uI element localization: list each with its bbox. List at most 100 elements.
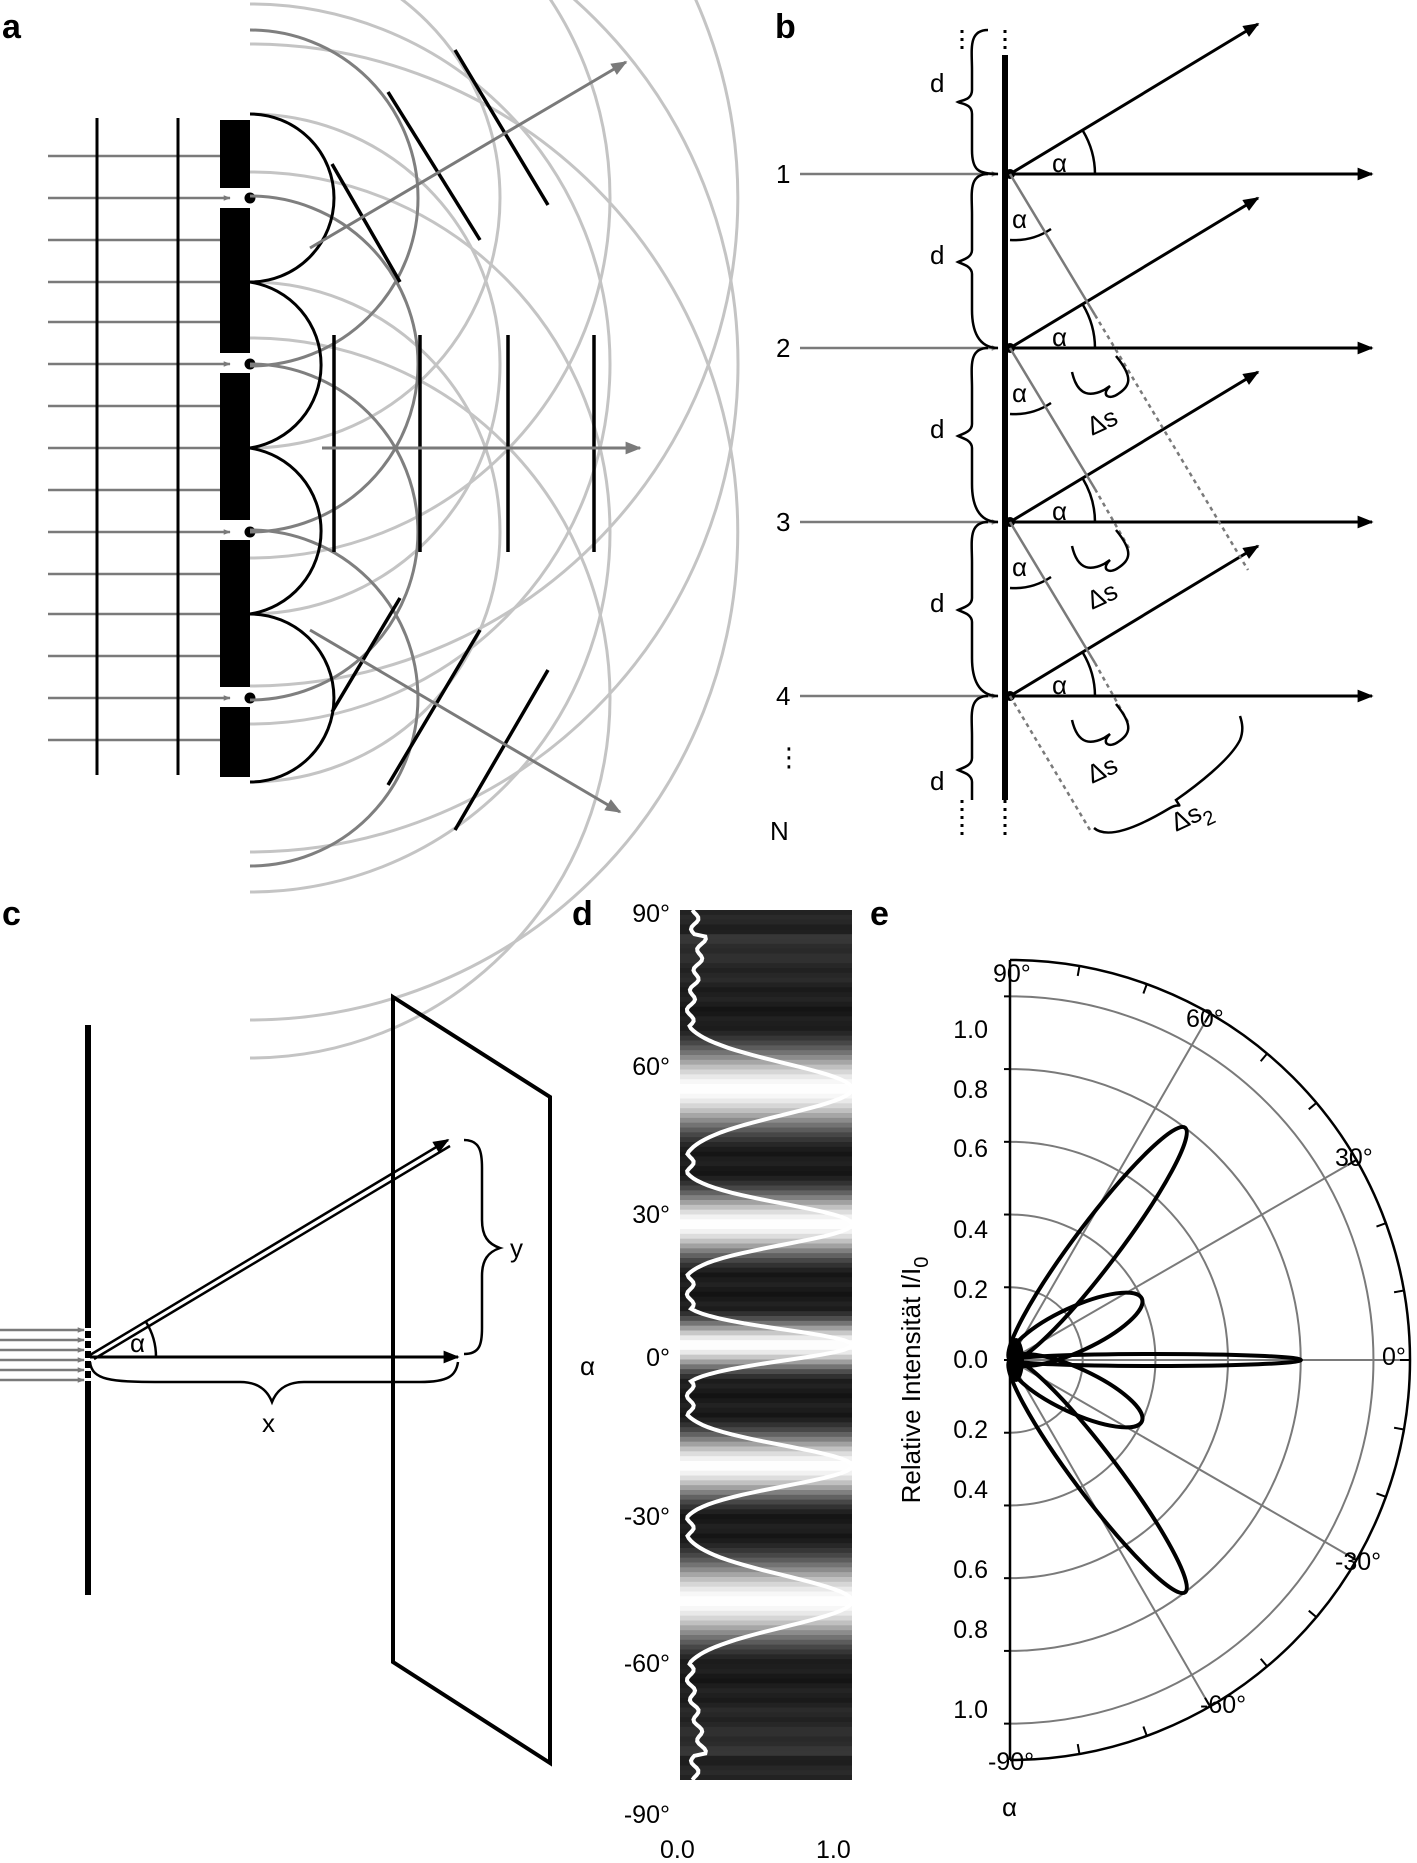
d-band <box>680 1586 852 1593</box>
d-band <box>680 1340 852 1346</box>
d-band <box>680 982 852 988</box>
d-band <box>680 1494 852 1501</box>
d-band <box>680 1441 852 1448</box>
d-band <box>680 1427 852 1433</box>
d-band <box>680 1760 852 1767</box>
d-band <box>680 1195 852 1201</box>
angle-arcs <box>1009 130 1097 697</box>
y-brace <box>463 1138 504 1356</box>
d-band <box>680 1398 852 1404</box>
d-band <box>680 1552 852 1559</box>
d-band <box>680 1021 852 1027</box>
alpha-label: α <box>130 1328 145 1358</box>
d-band <box>680 1219 852 1225</box>
d-band <box>680 1659 852 1665</box>
angle-label: α <box>1052 148 1067 178</box>
e-rtick: 0.4 <box>953 1216 988 1244</box>
d-band <box>680 1272 852 1278</box>
e-rtick: 0.8 <box>953 1616 988 1644</box>
d-band <box>680 1475 852 1481</box>
d-band <box>680 1717 852 1723</box>
e-angle-axis-label: α <box>1002 1792 1017 1822</box>
d-band <box>680 1282 852 1288</box>
spacing-label: d <box>930 766 944 796</box>
e-angle-tickmark <box>1393 1426 1405 1431</box>
d-band <box>680 1581 852 1588</box>
d-band <box>680 1258 852 1264</box>
e-rtick: 0.8 <box>953 1076 988 1104</box>
e-angle-tickmark <box>1204 1013 1211 1023</box>
d-band <box>680 1649 852 1655</box>
d-band <box>680 1016 852 1022</box>
angle-label: α <box>1012 204 1027 234</box>
d-band <box>680 1175 852 1182</box>
e-grid-spoke <box>1009 1159 1357 1361</box>
angle-label: α <box>1012 552 1027 582</box>
d-band <box>680 1707 852 1713</box>
d-band <box>680 1378 852 1385</box>
d-band <box>680 997 852 1003</box>
d-band <box>680 1606 852 1612</box>
d-band <box>680 1461 852 1467</box>
angle-label: α <box>1052 496 1067 526</box>
d-band <box>680 1417 852 1423</box>
d-band <box>680 1180 852 1187</box>
d-band <box>680 1712 852 1718</box>
d-band <box>680 1030 852 1037</box>
d-band <box>680 1393 852 1399</box>
d-tick-m30: -30° <box>624 1503 670 1531</box>
panel-e-label: e <box>870 895 889 933</box>
e-origin-blob <box>1008 1338 1024 1382</box>
e-angle-tickmark <box>1076 965 1081 977</box>
d-band <box>680 963 852 969</box>
d-tick-60: 60° <box>632 1053 670 1081</box>
e-angle-tickmark <box>1142 983 1148 994</box>
wavelets-mid <box>249 28 420 868</box>
d-band <box>680 1200 852 1206</box>
e-rtick: 0.2 <box>953 1416 988 1444</box>
e-angle-tickmark <box>1347 1554 1357 1561</box>
panel-c-label: c <box>2 895 21 933</box>
d-band <box>680 968 852 974</box>
d-band <box>680 1538 852 1544</box>
d-band <box>680 1306 852 1312</box>
d-band <box>680 1113 852 1119</box>
d-band <box>680 1451 852 1457</box>
d-band <box>680 1320 852 1327</box>
slit-label-3: 3 <box>776 507 790 537</box>
panel-c: c α x y <box>0 895 552 1767</box>
d-band <box>680 1741 852 1747</box>
d-band <box>680 1693 852 1699</box>
grating-bars <box>220 120 256 777</box>
e-rtick: 0.4 <box>953 1476 988 1504</box>
d-band <box>680 924 852 930</box>
d-band <box>680 1678 852 1684</box>
slit-label-4: 4 <box>776 681 790 711</box>
d-band <box>680 1011 852 1017</box>
d-band <box>680 1229 852 1235</box>
x-brace <box>88 1361 460 1406</box>
e-angle-tickmark <box>1376 1492 1387 1498</box>
e-angle-tickmark <box>1308 1609 1318 1618</box>
d-band <box>680 1702 852 1709</box>
e-angle-tickmark <box>1076 1743 1081 1755</box>
d-band <box>680 1407 852 1414</box>
d-tick-m90: -90° <box>624 1801 670 1829</box>
e-angle-tickmark <box>1308 1102 1318 1111</box>
screen <box>391 993 552 1767</box>
d-band <box>680 1069 852 1075</box>
d-band <box>680 1006 852 1013</box>
d-band <box>680 1224 852 1230</box>
d-band <box>680 1620 852 1626</box>
spacing-label: d <box>930 240 944 270</box>
spacing-label: d <box>930 414 944 444</box>
d-band <box>680 1480 852 1486</box>
d-band <box>680 1369 852 1375</box>
d-band <box>680 1615 852 1622</box>
d-band <box>680 1731 852 1738</box>
d-band <box>680 929 852 935</box>
d-band <box>680 1514 852 1520</box>
d-band <box>680 1088 852 1095</box>
d-band <box>680 1093 852 1100</box>
path-diff-label: Δs <box>1082 401 1122 441</box>
